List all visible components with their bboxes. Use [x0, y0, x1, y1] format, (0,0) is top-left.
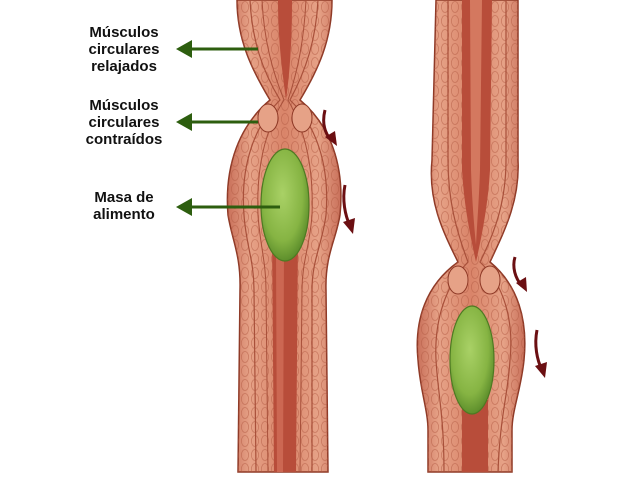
curved-arrow-down-icon — [534, 329, 547, 378]
curved-arrow-down-icon — [342, 184, 355, 234]
label-contracted-muscles: Músculos circulares contraídos — [85, 97, 163, 148]
motion-arrows — [322, 109, 547, 378]
esophagus-left-lumen — [278, 0, 292, 100]
arrow-left-icon — [176, 40, 258, 58]
label-food-bolus: Masa de alimento — [93, 189, 155, 223]
food-bolus-left — [260, 148, 310, 262]
label-relaxed-muscles: Músculos circulares relajados — [88, 24, 160, 75]
arrow-left-icon — [176, 198, 280, 216]
food-bolus-right — [449, 305, 495, 415]
esophagus-left — [226, 0, 342, 473]
curved-arrow-down-icon — [512, 256, 527, 292]
arrow-left-icon — [176, 113, 258, 131]
curved-arrow-down-icon — [322, 109, 337, 146]
esophagus-right — [416, 0, 526, 473]
pointer-arrows — [176, 40, 280, 216]
